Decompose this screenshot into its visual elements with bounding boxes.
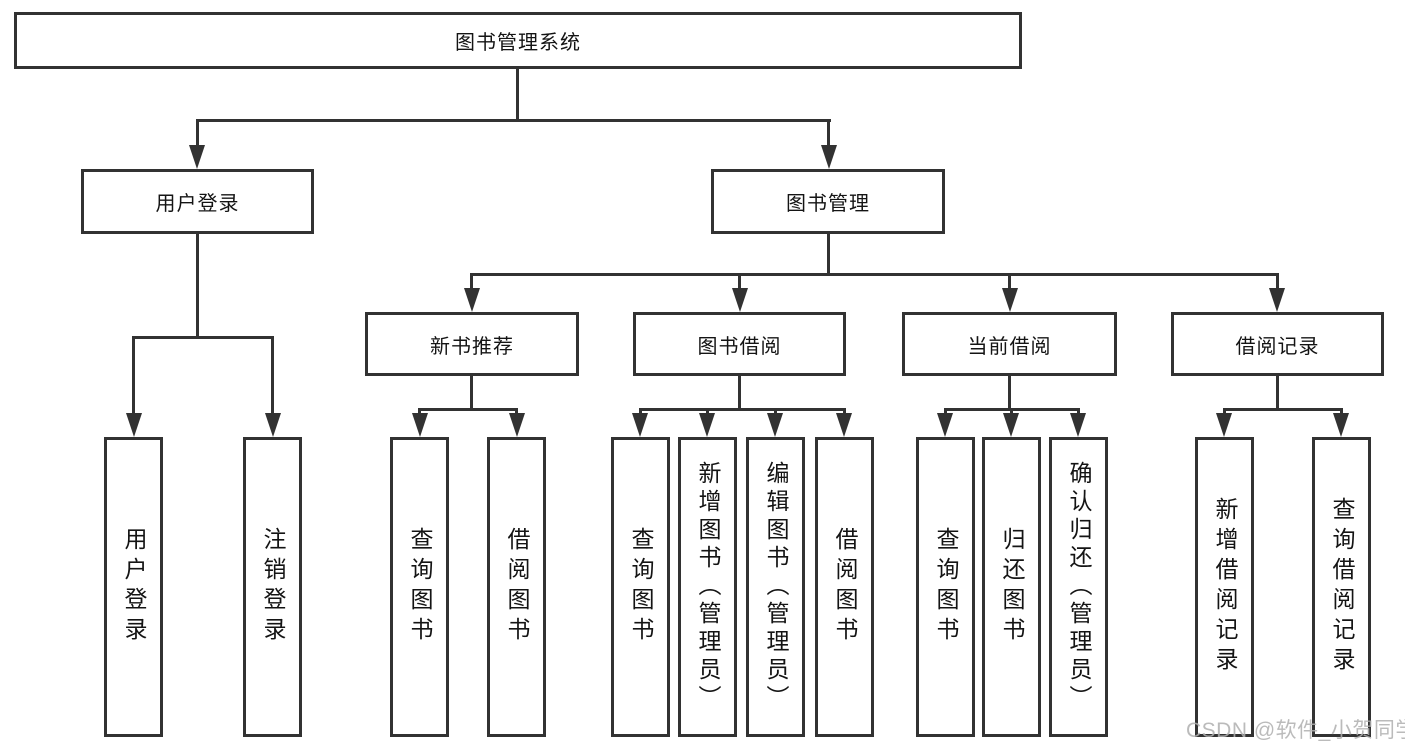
leaf-query-borrow-record: 查询借阅记录 bbox=[1312, 437, 1371, 737]
node-label: 借阅图书 bbox=[832, 527, 858, 647]
connector-stem bbox=[1008, 273, 1011, 295]
connector-stub bbox=[470, 376, 473, 411]
node-label: 图书借阅 bbox=[697, 335, 782, 358]
node-current-borrow: 当前借阅 bbox=[902, 312, 1117, 376]
arrowhead-down-icon bbox=[1216, 413, 1232, 437]
connector-level3-rail bbox=[471, 273, 1279, 276]
node-label: 查询图书 bbox=[407, 527, 433, 647]
connector-user-login-stub bbox=[196, 234, 199, 339]
arrowhead-down-icon bbox=[464, 288, 480, 312]
leaf-confirm-return-admin: 确认归还（管理员） bbox=[1049, 437, 1108, 737]
node-label: 归还图书 bbox=[999, 527, 1025, 647]
node-book-borrow: 图书借阅 bbox=[633, 312, 846, 376]
arrowhead-down-icon bbox=[1003, 413, 1019, 437]
node-label: 图书管理 bbox=[786, 193, 870, 215]
connector-user-login-rail bbox=[132, 336, 274, 339]
node-label: 查询图书 bbox=[933, 527, 959, 647]
leaf-query-books-3: 查询图书 bbox=[916, 437, 975, 737]
connector-stem bbox=[132, 336, 135, 418]
connector-group-rail bbox=[639, 408, 846, 411]
node-label: 当前借阅 bbox=[967, 335, 1052, 358]
arrowhead-down-icon bbox=[1333, 413, 1349, 437]
node-label: 借阅记录 bbox=[1235, 335, 1320, 358]
node-label: 用户登录 bbox=[121, 527, 147, 647]
arrowhead-down-icon bbox=[821, 145, 837, 169]
arrowhead-down-icon bbox=[937, 413, 953, 437]
arrowhead-down-icon bbox=[767, 413, 783, 437]
arrowhead-down-icon bbox=[1070, 413, 1086, 437]
arrowhead-down-icon bbox=[1002, 288, 1018, 312]
leaf-edit-books-admin: 编辑图书（管理员） bbox=[746, 437, 805, 737]
leaf-borrow-books-2: 借阅图书 bbox=[815, 437, 874, 737]
arrowhead-down-icon bbox=[189, 145, 205, 169]
node-label: 新书推荐 bbox=[430, 335, 514, 358]
connector-stem bbox=[470, 273, 473, 295]
csdn-watermark: CSDN @软件_小贺同学 bbox=[1186, 719, 1405, 742]
node-new-book-recommend: 新书推荐 bbox=[365, 312, 579, 376]
leaf-query-books-2: 查询图书 bbox=[611, 437, 670, 737]
connector-group-rail bbox=[418, 408, 518, 411]
node-label: 图书管理系统 bbox=[455, 32, 581, 54]
node-user-login: 用户登录 bbox=[81, 169, 314, 234]
node-label: 编辑图书（管理员） bbox=[763, 461, 789, 713]
arrowhead-down-icon bbox=[632, 413, 648, 437]
arrowhead-down-icon bbox=[699, 413, 715, 437]
node-book-management: 图书管理 bbox=[711, 169, 945, 234]
leaf-add-borrow-record: 新增借阅记录 bbox=[1195, 437, 1254, 737]
arrowhead-down-icon bbox=[1269, 288, 1285, 312]
node-label: 借阅图书 bbox=[504, 527, 530, 647]
connector-book-mgmt-stub bbox=[827, 234, 830, 276]
leaf-query-books-1: 查询图书 bbox=[390, 437, 449, 737]
node-label: 确认归还（管理员） bbox=[1066, 461, 1092, 713]
connector-group-rail bbox=[1223, 408, 1343, 411]
arrowhead-down-icon bbox=[509, 413, 525, 437]
arrowhead-down-icon bbox=[836, 413, 852, 437]
connector-stub bbox=[1008, 376, 1011, 411]
node-label: 用户登录 bbox=[155, 193, 240, 215]
node-label: 注销登录 bbox=[260, 527, 286, 647]
connector-level2-rail bbox=[196, 119, 831, 122]
arrowhead-down-icon bbox=[732, 288, 748, 312]
node-label: 新增借阅记录 bbox=[1212, 497, 1238, 677]
arrowhead-down-icon bbox=[126, 413, 142, 437]
node-borrow-records: 借阅记录 bbox=[1171, 312, 1384, 376]
node-label: 查询借阅记录 bbox=[1329, 497, 1355, 677]
leaf-logout: 注销登录 bbox=[243, 437, 302, 737]
connector-stem bbox=[196, 119, 199, 151]
connector-stem bbox=[827, 119, 830, 151]
leaf-borrow-books-1: 借阅图书 bbox=[487, 437, 546, 737]
leaf-return-books: 归还图书 bbox=[982, 437, 1041, 737]
connector-stem bbox=[738, 273, 741, 295]
connector-stub bbox=[738, 376, 741, 411]
node-root-library-system: 图书管理系统 bbox=[14, 12, 1022, 69]
connector-stub bbox=[1276, 376, 1279, 411]
connector-stem bbox=[1276, 273, 1279, 295]
leaf-user-login: 用户登录 bbox=[104, 437, 163, 737]
connector-stem bbox=[271, 336, 274, 418]
leaf-add-books-admin: 新增图书（管理员） bbox=[678, 437, 737, 737]
connector-root-stub bbox=[516, 69, 519, 121]
arrowhead-down-icon bbox=[265, 413, 281, 437]
node-label: 查询图书 bbox=[628, 527, 654, 647]
arrowhead-down-icon bbox=[412, 413, 428, 437]
node-label: 新增图书（管理员） bbox=[695, 461, 721, 713]
